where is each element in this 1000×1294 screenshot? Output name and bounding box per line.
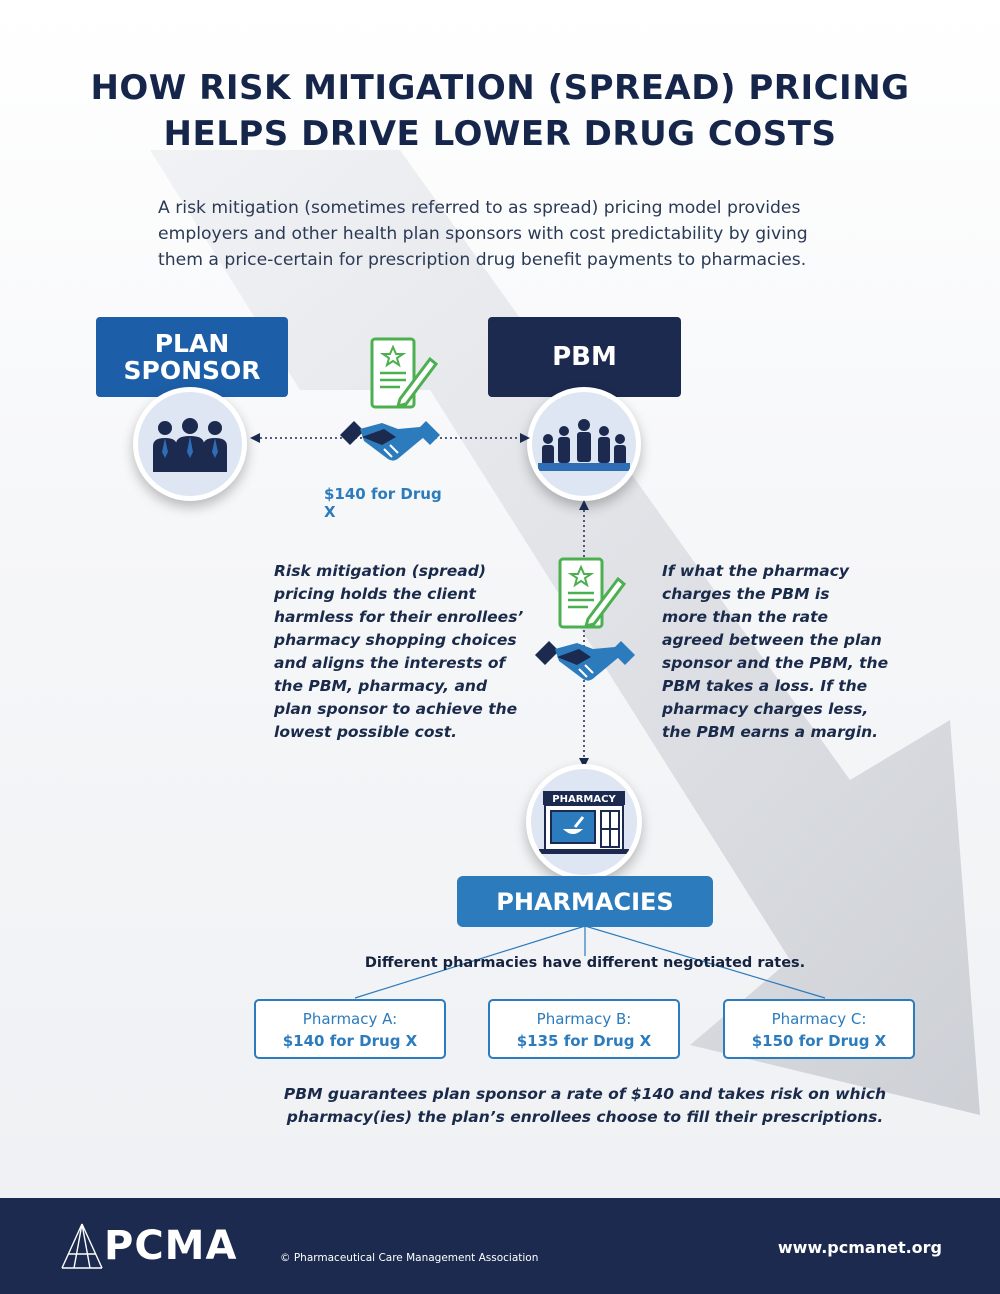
- intro-line-3: them a price-certain for prescription dr…: [158, 250, 807, 270]
- plan-sponsor-circle: [133, 387, 247, 501]
- guarantee-line-2: pharmacy(ies) the plan’s enrollees choos…: [286, 1108, 884, 1126]
- plan-sponsor-label-line-1: PLAN: [154, 329, 230, 358]
- right-explanation: If what the pharmacy charges the PBM is …: [662, 560, 902, 744]
- pharmacy-branch-lines: [354, 926, 826, 999]
- pharmacy-b-card: Pharmacy B: $135 for Drug X: [488, 999, 680, 1059]
- left-text-line: pricing holds the client: [274, 585, 476, 603]
- pharmacy-sign-text: PHARMACY: [552, 794, 616, 805]
- handshake-icon: [340, 421, 440, 461]
- pharmacies-subtitle: Different pharmacies have different nego…: [364, 955, 806, 971]
- pharmacy-c-name: Pharmacy C:: [771, 1010, 867, 1028]
- pharmacy-a-name: Pharmacy A:: [302, 1010, 398, 1028]
- handshake-icon-middle: [535, 641, 635, 681]
- left-text-line: pharmacy shopping choices: [274, 631, 517, 649]
- pharmacy-c-price: $150 for Drug X: [751, 1032, 887, 1050]
- footer: PCMA © Pharmaceutical Care Management As…: [0, 1198, 1000, 1294]
- pharmacies-label: PHARMACIES: [496, 887, 674, 916]
- right-text-line: PBM takes a loss. If the: [662, 677, 868, 695]
- right-text-line: more than the rate: [662, 608, 829, 626]
- people-icon: [153, 418, 227, 472]
- right-text-line: charges the PBM is: [662, 585, 830, 603]
- pcma-logo-icon: [61, 1223, 103, 1269]
- left-explanation: Risk mitigation (spread) pricing holds t…: [274, 560, 524, 744]
- plan-sponsor-box: PLAN SPONSOR: [96, 317, 288, 397]
- right-text-line: the PBM earns a margin.: [662, 723, 879, 741]
- background-trend-arrow: [150, 150, 980, 1115]
- pharmacies-box: PHARMACIES: [457, 876, 713, 927]
- left-text-line: lowest possible cost.: [274, 723, 458, 741]
- pharmacy-circle: PHARMACY: [526, 764, 642, 880]
- pcma-logo-text: PCMA: [104, 1223, 238, 1269]
- pharmacy-b-name: Pharmacy B:: [536, 1010, 632, 1028]
- right-text-line: sponsor and the PBM, the: [662, 654, 889, 672]
- left-text-line: and aligns the interests of: [274, 654, 506, 672]
- pharmacy-a-card: Pharmacy A: $140 for Drug X: [254, 999, 446, 1059]
- pbm-circle: [527, 387, 641, 501]
- left-text-line: the PBM, pharmacy, and: [274, 677, 488, 695]
- left-text-line: Risk mitigation (spread): [274, 562, 486, 580]
- right-text-line: pharmacy charges less,: [662, 700, 869, 718]
- website-link[interactable]: www.pcmanet.org: [777, 1238, 942, 1257]
- pbm-box: PBM: [488, 317, 681, 397]
- pharmacy-b-price: $135 for Drug X: [516, 1032, 652, 1050]
- plan-sponsor-label-line-2: SPONSOR: [123, 356, 261, 385]
- intro-line-1: A risk mitigation (sometimes referred to…: [158, 198, 801, 218]
- guarantee-line-1: PBM guarantees plan sponsor a rate of $1…: [283, 1085, 887, 1103]
- pbm-label: PBM: [552, 342, 617, 372]
- contract-icon-middle: [558, 557, 627, 629]
- left-text-line: plan sponsor to achieve the: [274, 700, 518, 718]
- right-text-line: If what the pharmacy: [662, 562, 850, 580]
- page-title-line-1: HOW RISK MITIGATION (SPREAD) PRICING: [90, 68, 910, 108]
- sponsor-pbm-rate: $140 for Drug X: [324, 485, 442, 521]
- pharmacy-a-price: $140 for Drug X: [282, 1032, 418, 1050]
- intro-line-2: employers and other health plan sponsors…: [158, 224, 808, 244]
- pbm-pharmacy-connector: [579, 500, 589, 768]
- pharmacy-c-card: Pharmacy C: $150 for Drug X: [723, 999, 915, 1059]
- contract-icon: [370, 337, 439, 409]
- copyright-text: © Pharmaceutical Care Management Associa…: [280, 1252, 539, 1264]
- pharmacy-store-icon: PHARMACY: [539, 791, 629, 854]
- right-text-line: agreed between the plan: [662, 631, 882, 649]
- page-title-line-2: HELPS DRIVE LOWER DRUG COSTS: [163, 114, 837, 154]
- meeting-icon: [538, 419, 630, 471]
- left-text-line: harmless for their enrollees’: [274, 608, 524, 626]
